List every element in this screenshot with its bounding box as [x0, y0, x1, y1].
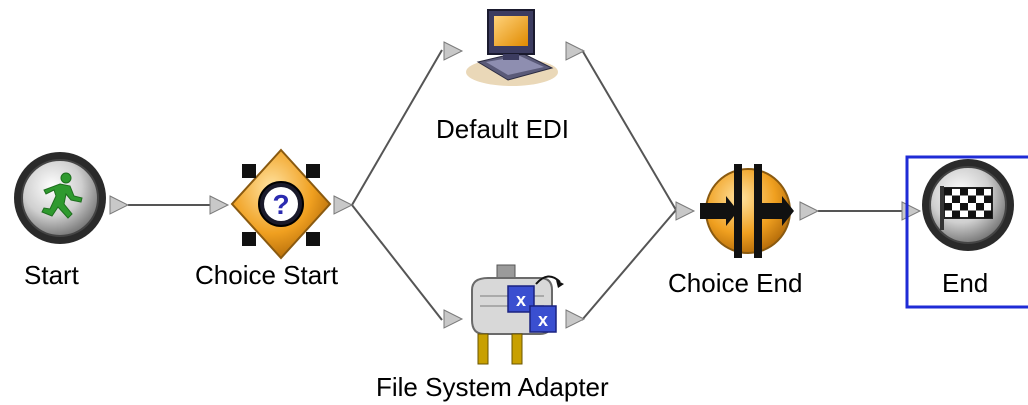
port-choice-end-out[interactable]	[799, 201, 820, 221]
port-default-edi-out[interactable]	[565, 41, 586, 61]
node-label-start: Start	[24, 260, 79, 290]
node-label-default-edi: Default EDI	[436, 114, 569, 144]
port-choice-start-out[interactable]	[333, 195, 354, 215]
port-default-edi-in[interactable]	[443, 41, 464, 61]
node-label-file-system-adapter: File System Adapter	[376, 372, 609, 402]
port-start-out[interactable]	[109, 195, 130, 215]
port-choice-end-in[interactable]	[675, 201, 696, 221]
choice-end-node[interactable]	[700, 164, 794, 258]
node-label-choice-end: Choice End	[668, 268, 803, 298]
edge-default-edi-choice-end[interactable]	[581, 49, 677, 211]
file-system-adapter-node[interactable]: x x	[471, 264, 564, 365]
choice-merge-icon	[700, 164, 794, 258]
default-edi-node[interactable]	[466, 9, 558, 86]
port-fsa-in[interactable]	[443, 309, 464, 329]
node-label-choice-start: Choice Start	[195, 260, 339, 290]
start-node[interactable]	[14, 152, 106, 244]
choice-start-node[interactable]: ?	[230, 148, 332, 260]
port-choice-start-in[interactable]	[209, 195, 230, 215]
running-man-icon	[41, 172, 83, 219]
port-end-in[interactable]	[901, 201, 922, 221]
svg-text:x: x	[538, 310, 548, 330]
question-diamond-icon: ?	[272, 189, 289, 220]
edge-file-system-adapter-choice-end[interactable]	[581, 209, 677, 321]
port-fsa-out[interactable]	[565, 309, 586, 329]
edge-choice-start-default-edi[interactable]	[351, 49, 443, 206]
connector-lines	[128, 49, 902, 321]
adapter-icon: x x	[471, 264, 564, 365]
svg-text:x: x	[516, 290, 526, 310]
node-label-end: End	[942, 268, 989, 298]
computer-icon	[466, 9, 558, 86]
end-node[interactable]	[905, 155, 1028, 309]
checkered-flag-icon	[940, 186, 993, 230]
edge-choice-start-file-system-adapter[interactable]	[351, 204, 443, 321]
selection-box	[905, 155, 1028, 309]
